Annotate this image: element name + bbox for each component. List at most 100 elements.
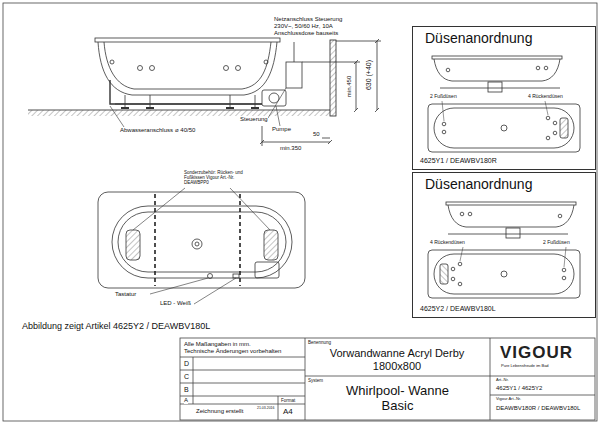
- title-block-grid: [180, 338, 595, 420]
- table-cell: System: [308, 378, 323, 383]
- dimension-lines: [302, 39, 381, 112]
- note: 230V~, 50/60 Hz, 10A: [274, 23, 333, 30]
- tub-basin: [434, 108, 574, 148]
- company-logo: VIGOUR: [500, 343, 573, 363]
- jet: [446, 68, 450, 72]
- dimension: 50: [313, 131, 320, 138]
- part-name: Abwasseranschluss ⌀ 40/50: [120, 127, 195, 134]
- title-block: [180, 338, 595, 420]
- jet: [553, 121, 557, 125]
- pump-motor: [269, 93, 279, 103]
- nozzle-sketch: [428, 202, 580, 298]
- tub-body: [448, 205, 574, 227]
- table-cell: 4625Y1 / 4625Y2: [496, 385, 542, 392]
- table-cell: A4: [283, 407, 293, 416]
- jet: [442, 122, 446, 126]
- tub-outline: [428, 104, 580, 152]
- pillow: [126, 230, 140, 260]
- jet: [442, 130, 446, 134]
- pipe: [448, 234, 568, 235]
- article-number: 4625Y2 / DEAWBV180L: [420, 305, 496, 313]
- caption-note: Abbildung zeigt Artikel 4625Y2 / DEAWBV1…: [22, 321, 210, 331]
- panel-heading: Düsenanordnung: [425, 176, 532, 192]
- note: Anschlussdose bauseits: [274, 30, 338, 37]
- pump: [506, 228, 520, 238]
- leader-lines: [460, 247, 566, 267]
- leader-lines: [442, 101, 548, 121]
- tub-basin: [434, 254, 574, 294]
- part-name: 4 Rückendüsen: [430, 240, 465, 246]
- pillow: [560, 118, 568, 138]
- tub-plan-view: [98, 188, 305, 304]
- jet: [236, 66, 241, 71]
- tub-rim: [446, 202, 576, 205]
- part-name: 2 Fußdüsen: [543, 240, 570, 246]
- jet: [451, 277, 455, 281]
- part-name: 4 Rückendüsen: [528, 94, 563, 100]
- part-name: Pumpe: [272, 126, 291, 133]
- table-cell: Art.-Nr.: [496, 378, 509, 383]
- control-box: [286, 62, 302, 88]
- part-name: LED - Weiß: [160, 300, 191, 307]
- panel-heading: Düsenanordnung: [425, 30, 532, 46]
- table-cell: Format: [281, 398, 295, 403]
- jet: [562, 268, 566, 272]
- table-cell: Technische Änderungen vorbehalten: [184, 348, 281, 355]
- tub-side-view: [28, 38, 381, 146]
- wall: [330, 40, 336, 116]
- tub-basin-inner: [118, 212, 286, 272]
- pipe: [440, 88, 560, 89]
- tub-body: [434, 59, 560, 81]
- jet: [468, 212, 472, 216]
- table-cell: Vigour Art.-Nr.: [496, 397, 521, 402]
- jet: [264, 60, 268, 64]
- note: Netzanschluss Steuerung: [274, 16, 342, 23]
- jet: [546, 136, 550, 140]
- table-cell: A: [184, 397, 188, 404]
- jet: [553, 131, 557, 135]
- pump: [488, 82, 502, 92]
- tub-rim: [95, 38, 280, 42]
- keypad: [208, 274, 213, 279]
- jet: [546, 116, 550, 120]
- jet: [536, 66, 540, 70]
- part-name: 2 Fußdüsen: [430, 94, 457, 100]
- table-cell: Whirlpool- Wanne Basic: [345, 384, 450, 414]
- pillow: [264, 230, 278, 260]
- table-cell: Benennung: [308, 340, 331, 345]
- drain: [501, 125, 507, 131]
- jet: [558, 214, 562, 218]
- leader-lines: [133, 188, 270, 230]
- dimension: 630 (+40): [365, 60, 373, 90]
- note: Sonderzubehör: Rücken- und Fußkissen Vig…: [184, 170, 246, 186]
- jet: [150, 66, 155, 71]
- part-name: Tastatur: [115, 291, 136, 298]
- jet: [138, 66, 143, 71]
- tub-body: [98, 42, 277, 95]
- pump: [262, 90, 286, 106]
- table-cell: D: [184, 360, 189, 368]
- table-cell: C: [184, 373, 189, 381]
- dimension-lines: [260, 126, 332, 146]
- tub-outline: [428, 250, 580, 298]
- table-cell: Pure Lebensfreude im Bad: [501, 364, 549, 369]
- table-cell: Alle Maßangaben in mm.: [184, 341, 251, 348]
- drain: [501, 271, 507, 277]
- jet: [451, 267, 455, 271]
- tub-rim: [432, 56, 562, 59]
- table-cell: Vorwandwanne Acryl Derby 1800x800: [312, 347, 482, 372]
- table-cell: Zeichnung erstellt: [196, 408, 243, 415]
- title-block-frame: [180, 338, 595, 420]
- jet: [458, 282, 462, 286]
- drain: [192, 239, 202, 249]
- pump: [255, 262, 279, 278]
- jet: [224, 66, 229, 71]
- jet: [458, 262, 462, 266]
- jet: [544, 66, 548, 70]
- part-name: Steuerung: [240, 116, 268, 123]
- table-cell: 21.03.2016: [257, 406, 275, 410]
- tub-frame: [115, 95, 262, 108]
- power-cable: [294, 42, 295, 62]
- tub-outline: [98, 192, 305, 288]
